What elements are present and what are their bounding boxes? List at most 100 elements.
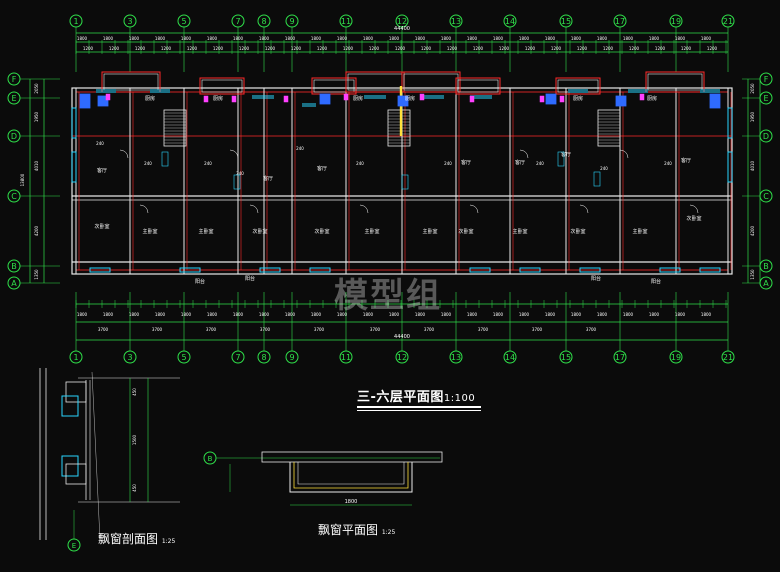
door-marker: [231, 95, 237, 103]
axis-label-right: E: [763, 94, 768, 103]
room-label: 阳台: [651, 278, 661, 285]
dim-text-top: 1800: [233, 36, 244, 41]
dim-small-note: 240: [444, 161, 452, 166]
sanitary-fixture: [709, 93, 721, 109]
axis-label-bottom: 12: [397, 353, 407, 362]
dim-text-bottom: 1800: [389, 312, 400, 317]
dim-text-bottom: 1800: [233, 312, 244, 317]
dim-text-top: 1200: [577, 46, 588, 51]
door-marker: [469, 95, 475, 103]
room-label: 主卧室: [632, 228, 647, 235]
kitchen-protrusion-inner: [457, 79, 499, 93]
door-swing: [689, 204, 699, 214]
dim-small-note: 240: [144, 161, 152, 166]
axis-label-top: 5: [181, 17, 186, 26]
section-marker: [593, 171, 601, 187]
window-left-end: [71, 107, 77, 139]
dim-small-note: 240: [356, 161, 364, 166]
room-label: 次卧室: [314, 228, 329, 235]
dim-text-top: 1200: [239, 46, 250, 51]
axis-label-left: C: [11, 192, 17, 201]
dim-text-top: 1200: [707, 46, 718, 51]
dim-text-top: 1800: [103, 36, 114, 41]
dim-text-depth-right: 4010: [750, 160, 755, 171]
dim-text-bottom: 1800: [701, 312, 712, 317]
window-bottom: [579, 267, 601, 273]
dim-text-top: 1800: [389, 36, 400, 41]
dim-text-bottom: 1800: [363, 312, 374, 317]
sanitary-fixture: [97, 95, 109, 107]
kitchen-protrusion: [645, 71, 705, 93]
dim-text-bottom: 1800: [597, 312, 608, 317]
dim-text-top: 1200: [395, 46, 406, 51]
dim-text-bottom: 1800: [259, 312, 270, 317]
dim-text-top: 1800: [129, 36, 140, 41]
door-marker: [283, 95, 289, 103]
sanitary-fixture: [79, 93, 91, 109]
title-underline-thin: [357, 410, 481, 411]
room-label: 主卧室: [142, 228, 157, 235]
dim-text-top: 1800: [675, 36, 686, 41]
room-label: 次卧室: [252, 228, 267, 235]
axis-label-left: A: [11, 279, 17, 288]
door-swing: [519, 149, 529, 159]
axis-label-bottom: 17: [615, 353, 625, 362]
plan-bay-outline: [289, 462, 413, 493]
dim-text-top: 1800: [363, 36, 374, 41]
section-slab-top: [65, 381, 87, 403]
dim-text-depth-left: 1350: [34, 269, 39, 280]
room-label: 厨房: [145, 95, 155, 102]
dim-text-bottom: 1800: [623, 312, 634, 317]
door-marker: [559, 95, 565, 103]
door-marker: [419, 93, 425, 101]
dim-text-bay: 3700: [370, 327, 381, 332]
plan-axis-label: B: [208, 455, 213, 463]
axis-label-top: 21: [723, 17, 733, 26]
dim-text-top: 1800: [571, 36, 582, 41]
axis-label-bottom: 8: [261, 353, 266, 362]
dim-text-bay: 3700: [478, 327, 489, 332]
door-swing: [229, 149, 239, 159]
section-dim-text: 450: [132, 388, 137, 396]
room-label: 客厅: [461, 159, 471, 166]
window-bottom: [259, 267, 281, 273]
axis-label-top: 3: [127, 17, 132, 26]
room-label: 主卧室: [364, 228, 379, 235]
dim-text-top: 1800: [415, 36, 426, 41]
dim-text-bottom: 1800: [181, 312, 192, 317]
dim-text-top: 1200: [135, 46, 146, 51]
main-drawing-title: 三-六层平面图1:100: [357, 390, 476, 405]
room-label: 厨房: [353, 95, 363, 102]
dim-text-top: 1800: [337, 36, 348, 41]
axis-label-top: 17: [615, 17, 625, 26]
axis-label-bottom: 15: [561, 353, 571, 362]
window-bottom: [309, 267, 331, 273]
dim-text-depth-left: 1950: [34, 111, 39, 122]
axis-label-bottom: 14: [505, 353, 515, 362]
room-label: 主卧室: [512, 228, 527, 235]
dim-text-bottom: 1800: [675, 312, 686, 317]
dim-text-top: 1200: [525, 46, 536, 51]
sanitary-fixture: [397, 95, 409, 107]
dim-text-bottom: 1800: [103, 312, 114, 317]
dim-text-top: 1800: [441, 36, 452, 41]
window-left-end-2: [71, 151, 77, 183]
axis-label-bottom: 7: [235, 353, 240, 362]
window-right-end: [727, 107, 733, 139]
axis-label-top: 13: [451, 17, 461, 26]
dim-text-top: 1800: [77, 36, 88, 41]
axis-label-top: 12: [397, 17, 407, 26]
dim-text-bottom: 1800: [129, 312, 140, 317]
room-label: 次卧室: [570, 228, 585, 235]
dim-text-top: 1800: [649, 36, 660, 41]
axis-label-top: 19: [671, 17, 681, 26]
window-bottom: [659, 267, 681, 273]
dim-text-top: 1200: [629, 46, 640, 51]
section-axis-label: E: [72, 542, 76, 550]
axis-label-bottom: 3: [127, 353, 132, 362]
room-label: 次卧室: [458, 228, 473, 235]
dim-text-top: 1800: [493, 36, 504, 41]
dim-text-depth-right: 1950: [750, 111, 755, 122]
window-bottom: [699, 267, 721, 273]
